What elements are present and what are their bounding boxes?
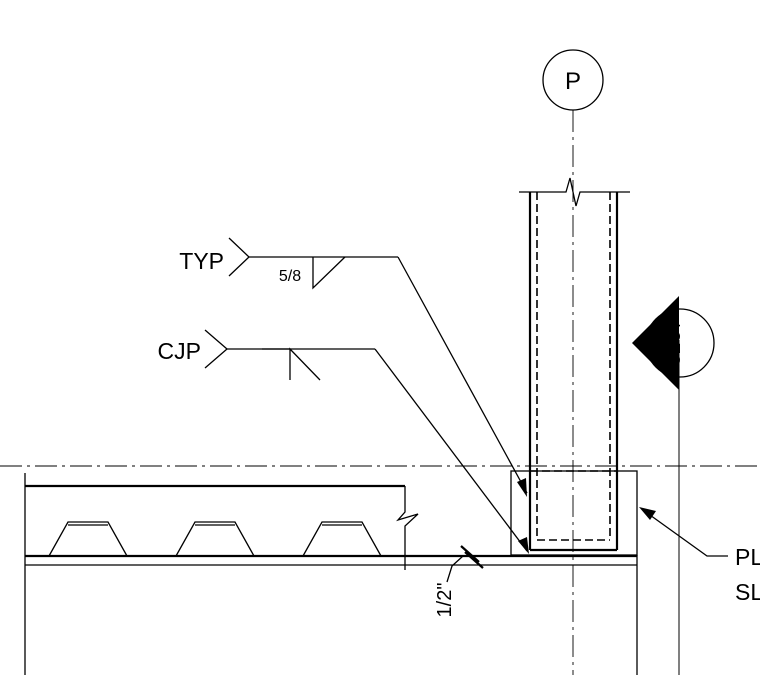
weld-leader [397, 256, 528, 494]
grid-bubble-label: P [565, 68, 581, 95]
plate-callout: PL SL [639, 507, 760, 605]
grid-bubble [542, 49, 604, 111]
gap-dimension: 1/2" [434, 545, 484, 618]
weld-symbol-typ: TYP 5/8 [179, 237, 528, 497]
weld-arrowhead [517, 478, 527, 497]
grid-line-p: P [542, 49, 604, 675]
callout-line-2: SL [735, 579, 760, 605]
callout-leader [642, 509, 728, 557]
cjp-tail [204, 329, 228, 369]
callout-line-1: PL [735, 544, 760, 570]
section-label: SECT [665, 320, 684, 365]
section-bubble [645, 308, 715, 378]
deck-rib [48, 521, 128, 557]
cjp-weld-symbol [262, 347, 321, 381]
column-break-line [519, 177, 630, 207]
weld-size: 5/8 [279, 268, 301, 285]
cjp-arrowhead [518, 537, 529, 554]
weld-cjp-label: CJP [158, 338, 201, 364]
dim-text: 1/2" [434, 583, 456, 618]
weld-tail [228, 237, 250, 277]
dim-tick [460, 545, 480, 563]
deck-rib [302, 521, 382, 557]
dim-leader [446, 555, 464, 583]
callout-arrowhead [639, 507, 656, 520]
dim-tick [464, 551, 484, 569]
section-arrow [632, 296, 679, 390]
slab-break-line [396, 486, 419, 570]
weld-symbol-cjp: CJP [158, 329, 529, 554]
deck-rib [175, 521, 255, 557]
floor-deck [24, 473, 637, 675]
hss-column [519, 177, 630, 552]
cjp-leader [374, 348, 528, 552]
weld-typ-label: TYP [179, 248, 224, 274]
section-marker: SECT [632, 296, 715, 675]
fillet-weld-triangle [312, 256, 346, 290]
